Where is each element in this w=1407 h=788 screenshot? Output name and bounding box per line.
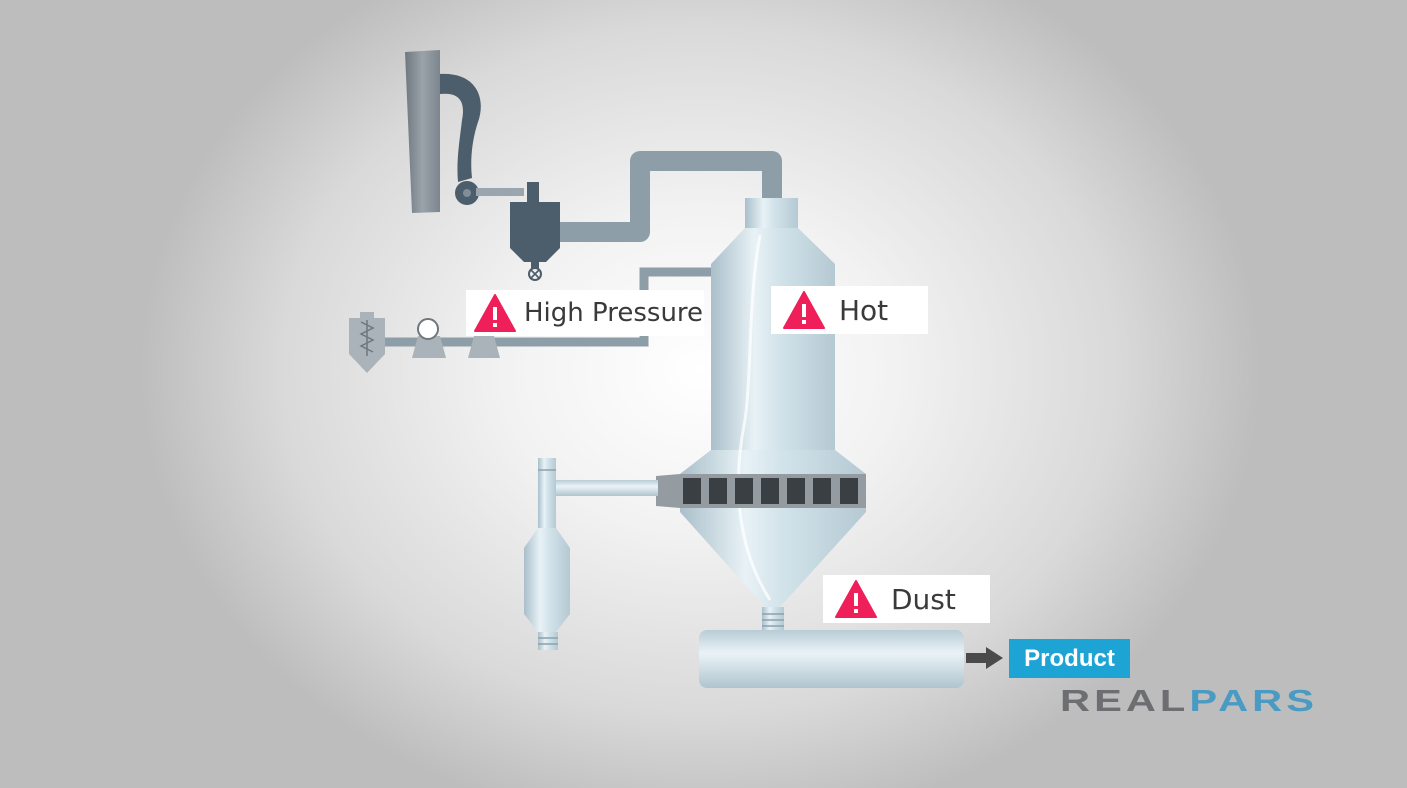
- high-pressure-warning: High Pressure: [466, 290, 704, 336]
- valve-icon: [528, 267, 542, 281]
- warning-text: Dust: [891, 582, 956, 616]
- logo-part-real: REAL: [1060, 683, 1189, 718]
- warning-icon: [783, 291, 825, 329]
- warning-text: Hot: [839, 293, 889, 327]
- drying-tower: [656, 198, 866, 607]
- warning-icon: [474, 294, 516, 332]
- arrow-right-icon: [966, 647, 1003, 669]
- feed-tank: [349, 312, 385, 373]
- feed-pump: [412, 318, 446, 358]
- hot-warning: Hot: [771, 286, 928, 334]
- product-conveyor: [699, 607, 964, 688]
- warning-text: High Pressure: [524, 298, 704, 328]
- cyclone-separator: [510, 182, 560, 281]
- dust-warning: Dust: [823, 575, 990, 623]
- exhaust-duct: [558, 151, 782, 242]
- warning-icon: [835, 580, 877, 618]
- product-label: Product: [1009, 639, 1130, 678]
- exhaust-stack: [405, 50, 524, 213]
- high-pressure-pump: [468, 336, 500, 358]
- logo-part-pars: PARS: [1189, 683, 1318, 718]
- heater-grid: [683, 478, 858, 504]
- secondary-separator: [524, 458, 658, 650]
